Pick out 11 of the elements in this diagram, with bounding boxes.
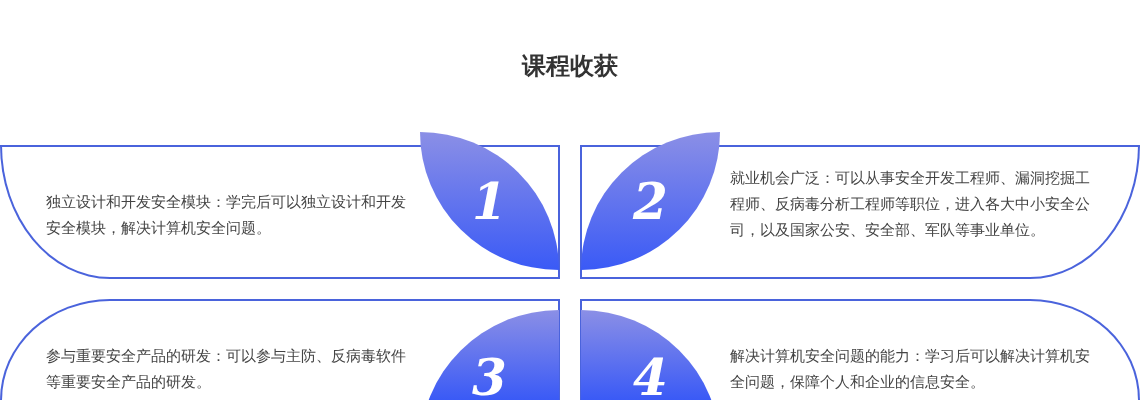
description-text: 解决计算机安全问题的能力：学习后可以解决计算机安全问题，保障个人和企业的信息安全。 <box>730 346 1091 393</box>
description-text: 独立设计和开发安全模块：学完后可以独立设计和开发安全模块，解决计算机安全问题。 <box>46 192 407 239</box>
step-number: 3 <box>472 348 507 400</box>
step-number: 4 <box>633 348 668 400</box>
step-number: 1 <box>472 171 507 231</box>
text-card <box>0 299 560 400</box>
text-card <box>580 299 1140 400</box>
step-number: 2 <box>633 171 668 231</box>
title: 课程收获 <box>520 51 619 82</box>
description-text: 参与重要安全产品的研发：可以参与主防、反病毒软件等重要安全产品的研发。 <box>46 346 407 393</box>
description-text: 就业机会广泛：可以从事安全开发工程师、漏洞挖掘工程师、反病毒分析工程师等职位，进入各大中小安全公司，以及国家公安、安全部、军队等事业单位。 <box>730 168 1091 241</box>
